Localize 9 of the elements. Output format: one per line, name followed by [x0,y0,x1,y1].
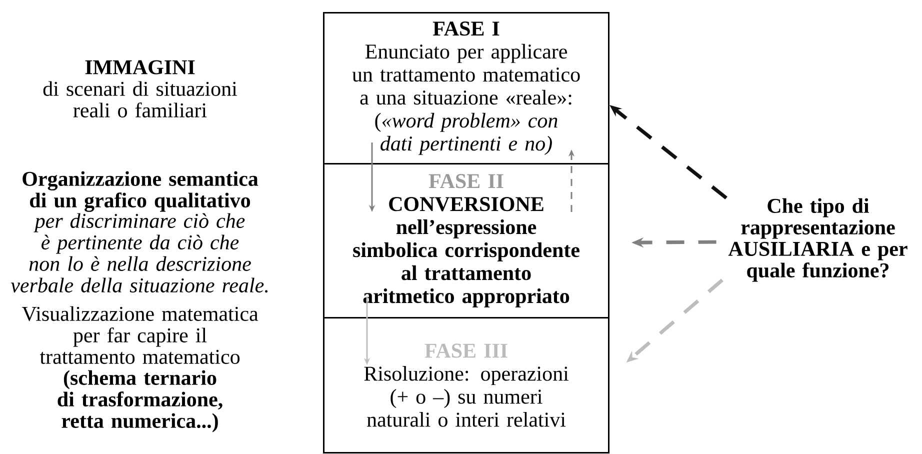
phase-box: FASE III Risoluzione: operazioni (+ o –) su numeri naturali o interi relativi [323,317,610,454]
side-text: Visualizzazione matematica per far capire il trattamento matematico [22,306,258,364]
phase-box: FASE I Enunciato per applicare un trattamento matematico a una situazione «reale»: («word problem» con dati pertinenti e no) [323,12,610,164]
side-text: di scenari di situazioni reali o familiari [43,81,237,118]
side-text: IMMAGINI [85,60,195,74]
phase-box: FASE II CONVERSIONE nell’espressione simbolica corrispondente al trattamento aritmetico appropriato [323,163,610,318]
side-text: (schema ternario di trasformazione, retta numerica...) [58,370,222,432]
question-text: Che tipo di rappresentazione AUSILIARIA e per quale funzione? [728,198,908,282]
side-text: per discriminare ciò che è pertinente da ciò che non lo è nella descrizione verbale della situazione reale. [10,213,268,293]
